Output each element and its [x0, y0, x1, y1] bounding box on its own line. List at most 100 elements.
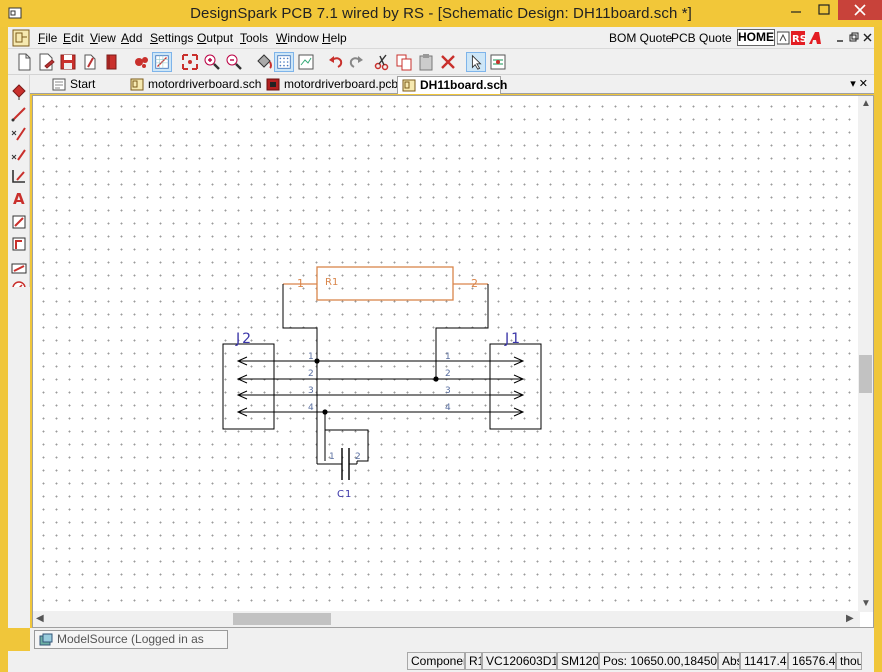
close-button[interactable] — [838, 0, 882, 20]
fill-bucket-icon[interactable] — [254, 52, 274, 72]
document-menu-icon[interactable] — [12, 29, 30, 47]
design-calc-icon[interactable] — [132, 52, 152, 72]
delete-icon[interactable] — [438, 52, 458, 72]
status-ref: R1 — [465, 652, 482, 670]
home-button[interactable]: HOME — [737, 29, 775, 46]
undo-icon[interactable] — [326, 52, 346, 72]
add-line-icon[interactable] — [10, 235, 28, 253]
horizontal-scroll-thumb[interactable] — [233, 613, 331, 625]
svg-text:RS: RS — [792, 34, 807, 45]
menu-output[interactable]: Output — [197, 31, 234, 45]
mdi-window-controls-icon[interactable] — [834, 31, 874, 45]
menu-edit[interactable]: Edit — [63, 31, 84, 45]
add-component-icon[interactable] — [10, 83, 28, 101]
capacitor-ref-label: C1 — [337, 489, 352, 500]
cut-icon[interactable] — [372, 52, 392, 72]
title-bar: DesignSpark PCB 7.1 wired by RS - [Schem… — [0, 0, 882, 27]
vertical-scrollbar[interactable]: ▲ ▼ — [858, 96, 873, 612]
scroll-down-icon[interactable]: ▼ — [861, 598, 871, 609]
j2-ref-label: J2 — [235, 331, 253, 347]
maximize-button[interactable] — [810, 0, 838, 20]
menu-bar: File Edit View Add Settings Output Tools… — [8, 27, 874, 49]
modelsource-icon — [39, 633, 53, 646]
main-toolbar — [8, 49, 874, 75]
tab-list-controls[interactable]: ▾ ✕ — [850, 78, 868, 90]
add-shape-icon[interactable] — [10, 167, 28, 185]
rs-logo-icon: RS — [777, 31, 821, 45]
grid-toggle-icon[interactable] — [152, 52, 172, 72]
resistor-pin1-label: 1 — [297, 277, 304, 290]
add-wire-icon[interactable] — [10, 105, 28, 123]
tab-label: motordriverboard.pcb — [284, 77, 399, 91]
menu-settings[interactable]: Settings — [150, 31, 194, 45]
resistor-r1[interactable]: R1 1 2 — [283, 266, 488, 301]
tab-dh11board-sch[interactable]: DH11board.sch — [397, 76, 507, 94]
tab-motordriverboard-pcb[interactable]: motordriverboard.pcb — [262, 76, 399, 94]
save-all-icon[interactable] — [80, 52, 100, 72]
resistor-pin2-label: 2 — [471, 277, 478, 290]
minimize-button[interactable] — [782, 0, 810, 20]
status-units[interactable]: thou — [836, 652, 862, 670]
junction-dot — [314, 358, 320, 364]
zoom-all-icon[interactable] — [180, 52, 200, 72]
menu-view[interactable]: View — [90, 31, 116, 45]
dot-grid-icon[interactable] — [274, 52, 294, 72]
schematic-canvas[interactable]: R1 1 2 J2 J1 — [33, 96, 860, 612]
redo-icon[interactable] — [346, 52, 366, 72]
app-icon[interactable] — [8, 6, 22, 20]
j1-pin-label: 3 — [445, 386, 451, 396]
menu-file[interactable]: File — [38, 31, 58, 45]
status-abs: Abs — [718, 652, 740, 670]
select-pointer-icon[interactable] — [466, 52, 486, 72]
copy-icon[interactable] — [394, 52, 414, 72]
add-port-icon[interactable] — [10, 145, 28, 163]
paste-icon[interactable] — [416, 52, 436, 72]
menu-tools[interactable]: Tools — [240, 31, 269, 45]
start-page-icon — [52, 78, 66, 91]
menu-help[interactable]: Help — [322, 31, 347, 45]
pcb-quote-link[interactable]: PCB Quote — [671, 31, 732, 45]
tab-motordriverboard-sch[interactable]: motordriverboard.sch — [126, 76, 262, 94]
add-dimension-icon[interactable] — [10, 213, 28, 231]
menu-add[interactable]: Add — [121, 31, 143, 45]
tab-label: motordriverboard.sch — [148, 77, 262, 91]
vertical-scroll-thumb[interactable] — [859, 355, 872, 393]
open-file-icon[interactable] — [36, 52, 56, 72]
status-package: SM1206 — [557, 652, 599, 670]
left-tool-strip: A — [8, 75, 30, 295]
scroll-right-icon[interactable]: ▶ — [846, 613, 854, 624]
status-bar: Component R1 VC120603D100 SM1206 Pos: 10… — [8, 651, 874, 672]
menu-window[interactable]: Window — [276, 31, 319, 45]
resistor-ref-label: R1 — [325, 277, 338, 288]
tab-start-page[interactable]: Start Page — [48, 76, 126, 108]
capacitor-pin2-label: 2 — [355, 452, 361, 462]
capacitor-c1[interactable]: 1 2 C1 — [316, 448, 361, 500]
status-part: VC120603D100 — [482, 652, 557, 670]
modelsource-tab[interactable]: ModelSource (Logged in as Aent) — [34, 630, 228, 663]
connector-j2[interactable]: J2 — [222, 331, 275, 430]
horizontal-scrollbar[interactable]: ◀ ▶ — [33, 611, 860, 627]
scroll-up-icon[interactable]: ▲ — [861, 98, 871, 109]
library-icon[interactable] — [102, 52, 122, 72]
j1-pin-label: 2 — [445, 369, 451, 379]
signal-lines — [236, 356, 525, 417]
display-settings-icon[interactable] — [296, 52, 316, 72]
scroll-left-icon[interactable]: ◀ — [36, 613, 44, 624]
j2-pin-label: 1 — [308, 352, 314, 362]
left-panel-background — [8, 287, 30, 628]
connector-j1[interactable]: J1 — [489, 331, 542, 430]
zoom-in-icon[interactable] — [202, 52, 222, 72]
j2-pin-label: 2 — [308, 369, 314, 379]
document-tab-bar: Start Page motordriverboard.sch motordri… — [30, 75, 874, 108]
zoom-out-icon[interactable] — [224, 52, 244, 72]
new-file-icon[interactable] — [14, 52, 34, 72]
interactive-route-icon[interactable] — [488, 52, 508, 72]
add-text-icon[interactable]: A — [10, 189, 28, 207]
bom-quote-link[interactable]: BOM Quote — [609, 31, 673, 45]
window-title: DesignSpark PCB 7.1 wired by RS - [Schem… — [190, 5, 692, 22]
add-rectangle-icon[interactable] — [10, 259, 28, 277]
add-bus-icon[interactable] — [10, 125, 28, 143]
status-x: 11417.41 — [740, 652, 788, 670]
junction-dot — [433, 376, 439, 382]
save-icon[interactable] — [58, 52, 78, 72]
